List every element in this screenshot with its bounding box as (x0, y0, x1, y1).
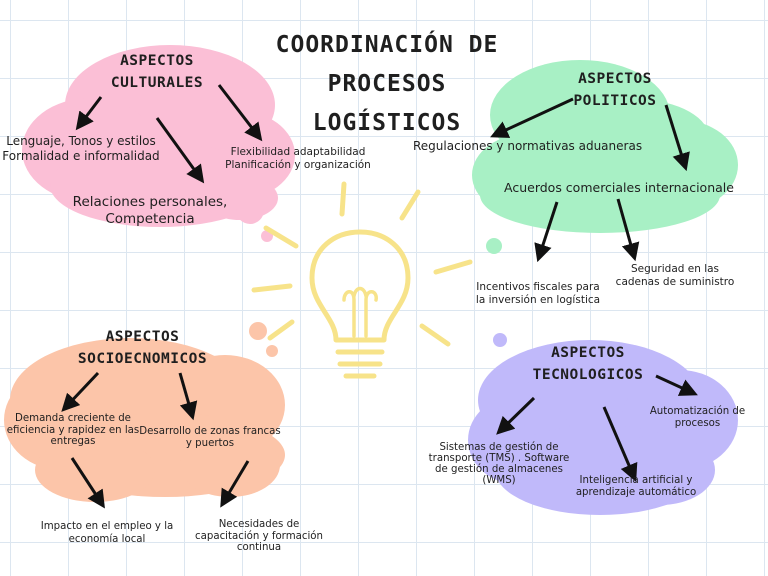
item-socio-demanda: Demanda creciente de eficiencia y rapide… (6, 413, 140, 447)
arrow-socio-impacto (70, 457, 105, 509)
thought-bubble-peach-small (266, 345, 278, 357)
diagram-title: COORDINACIÓN DE PROCESOS LOGÍSTICOS (275, 32, 499, 136)
item-politicos-acuerdos: Acuerdos comerciales internacionale (504, 180, 734, 195)
heading-tecnologicos: ASPECTOS TECNOLOGICOS (532, 345, 644, 383)
arrow-tec-sistemas (496, 396, 536, 435)
heading-socioeconomicos: ASPECTOS SOCIOECNOMICOS (77, 329, 208, 367)
arrow-politicos-acuerdos (664, 104, 690, 172)
arrow-culturales-relaciones (155, 117, 205, 184)
cloud-tecnologicos (468, 340, 738, 515)
arrow-socio-demanda (61, 371, 100, 412)
arrow-politicos-incentivos (534, 201, 559, 263)
arrow-culturales-lenguaje (75, 96, 103, 131)
arrow-culturales-flexibilidad (217, 84, 263, 142)
item-culturales-relaciones: Relaciones personales, Competencia (72, 194, 228, 227)
item-culturales-lenguaje: Lenguaje, Tonos y estilos Formalidad e i… (2, 134, 160, 163)
item-socio-impacto: Impacto en el empleo y la economía local (40, 521, 174, 545)
item-politicos-incentivos: Incentivos fiscales para la inversión en… (475, 281, 601, 306)
arrow-socio-desarrollo (178, 372, 198, 421)
item-tec-sistemas: Sistemas de gestión de transporte (TMS) … (428, 442, 570, 486)
item-politicos-regulaciones: Regulaciones y normativas aduaneras (413, 139, 643, 153)
cloud-politicos (472, 60, 738, 233)
heading-culturales: ASPECTOS CULTURALES (110, 53, 204, 91)
arrow-tec-automatizacion (655, 374, 698, 396)
arrow-politicos-regulaciones (490, 97, 574, 138)
item-socio-necesidades: Necesidades de capacitación y formación … (195, 519, 323, 553)
item-tec-inteligencia: Inteligencia artificial y aprendizaje au… (575, 475, 697, 498)
cloud-socioeconomicos (4, 338, 285, 502)
thought-bubble-lavender (493, 333, 507, 347)
cloud-culturales (22, 45, 295, 227)
item-tec-automatizacion: Automatización de procesos (649, 406, 746, 429)
thought-bubble-green (486, 238, 502, 254)
item-politicos-seguridad: Seguridad en las cadenas de suministro (615, 263, 735, 288)
item-socio-desarrollo: Desarrollo de zonas francas y puertos (139, 426, 281, 449)
arrow-politicos-seguridad (616, 198, 640, 262)
lightbulb-icon (251, 181, 473, 379)
arrow-tec-inteligencia (602, 406, 638, 482)
arrows (61, 84, 698, 509)
heading-politicos: ASPECTOS POLITICOS (573, 71, 657, 109)
arrow-socio-necesidades (220, 460, 250, 508)
thought-bubble-peach-large (249, 322, 267, 340)
item-culturales-flexibilidad: Flexibilidad adaptabilidad Planificación… (225, 146, 371, 171)
